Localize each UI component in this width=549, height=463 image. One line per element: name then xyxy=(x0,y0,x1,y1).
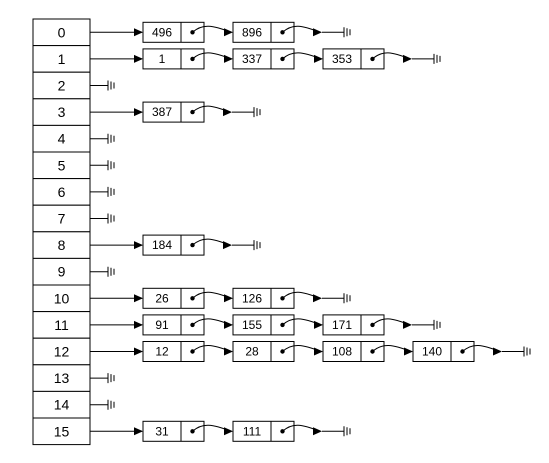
null-arrow-head-0-1 xyxy=(313,28,322,37)
null-arrow-head-3-0 xyxy=(223,108,232,117)
node-value-11-2: 171 xyxy=(332,318,352,332)
node-value-1-0: 1 xyxy=(159,52,166,66)
bucket-index-12: 12 xyxy=(54,344,70,360)
node-value-3-0: 387 xyxy=(152,105,172,119)
bucket-index-11: 11 xyxy=(54,317,69,333)
bucket-index-1: 1 xyxy=(58,51,66,67)
arrow-head-1 xyxy=(134,54,143,63)
node-value-10-0: 26 xyxy=(155,291,169,305)
list-node-11-0 xyxy=(142,314,205,336)
bucket-cell-5 xyxy=(32,151,91,180)
arrow-head-15 xyxy=(134,427,143,436)
node-value-0-0: 496 xyxy=(152,25,172,39)
list-node-11-1 xyxy=(232,314,295,336)
next-arrow-head-12-1 xyxy=(314,347,323,356)
bucket-index-0: 0 xyxy=(58,24,66,40)
list-node-12-2 xyxy=(322,341,385,362)
bucket-cell-11 xyxy=(32,311,91,339)
node-value-15-1: 111 xyxy=(243,424,262,438)
node-value-12-1: 28 xyxy=(245,345,259,359)
bucket-cell-2 xyxy=(32,71,91,100)
list-node-12-1 xyxy=(232,341,295,362)
bucket-index-3: 3 xyxy=(58,104,66,120)
bucket-index-7: 7 xyxy=(58,211,66,227)
bucket-index-6: 6 xyxy=(58,184,66,200)
null-arrow-head-11-2 xyxy=(403,320,412,329)
null-arrow-head-1-2 xyxy=(403,54,412,63)
null-arrow-head-8-0 xyxy=(223,241,232,250)
node-value-15-0: 31 xyxy=(155,424,169,438)
bucket-cell-14 xyxy=(32,390,91,419)
bucket-cell-12 xyxy=(32,337,91,366)
node-value-12-3: 140 xyxy=(422,345,442,359)
list-node-1-0 xyxy=(142,48,205,70)
bucket-index-9: 9 xyxy=(58,264,66,280)
arrow-head-8 xyxy=(134,241,143,250)
node-value-10-1: 126 xyxy=(242,291,262,305)
null-arrow-head-10-1 xyxy=(313,294,322,303)
bucket-index-15: 15 xyxy=(54,423,70,439)
node-value-1-2: 353 xyxy=(332,52,352,66)
node-value-8-0: 184 xyxy=(152,238,172,252)
bucket-cell-7 xyxy=(32,204,91,233)
list-node-1-1 xyxy=(232,48,295,70)
bucket-cell-13 xyxy=(32,364,91,392)
list-node-11-2 xyxy=(322,314,385,336)
arrow-head-0 xyxy=(134,28,143,37)
node-value-1-1: 337 xyxy=(242,52,262,66)
bucket-index-2: 2 xyxy=(58,78,66,94)
null-arrow-head-15-1 xyxy=(313,427,322,436)
bucket-index-13: 13 xyxy=(54,370,70,386)
next-arrow-head-11-0 xyxy=(224,320,233,329)
next-arrow-head-15-0 xyxy=(224,427,233,436)
list-node-1-2 xyxy=(322,48,385,70)
arrow-head-10 xyxy=(134,294,143,303)
node-value-11-0: 91 xyxy=(155,318,169,332)
next-arrow-head-1-0 xyxy=(224,54,233,63)
next-arrow-head-0-0 xyxy=(224,28,233,37)
list-node-0-1 xyxy=(232,21,295,43)
arrow-head-11 xyxy=(134,320,143,329)
null-arrow-head-12-3 xyxy=(493,347,502,356)
list-node-12-0 xyxy=(142,341,205,362)
bucket-cell-3 xyxy=(32,98,91,126)
bucket-cell-0 xyxy=(32,18,91,47)
node-value-11-1: 155 xyxy=(242,318,262,332)
bucket-index-10: 10 xyxy=(54,290,70,306)
next-arrow-head-11-1 xyxy=(314,320,323,329)
arrow-head-3 xyxy=(134,108,143,117)
node-value-12-2: 108 xyxy=(332,345,352,359)
node-value-12-0: 12 xyxy=(155,345,169,359)
list-node-10-1 xyxy=(232,287,295,309)
list-node-15-1 xyxy=(232,420,295,442)
bucket-index-8: 8 xyxy=(58,237,66,253)
next-arrow-head-12-2 xyxy=(404,347,413,356)
arrow-head-12 xyxy=(134,347,143,356)
list-node-3-0 xyxy=(142,101,205,123)
next-arrow-head-12-0 xyxy=(224,347,233,356)
next-arrow-head-10-0 xyxy=(224,294,233,303)
bucket-index-14: 14 xyxy=(54,397,70,413)
list-node-10-0 xyxy=(142,287,205,309)
bucket-index-5: 5 xyxy=(58,157,66,173)
list-node-15-0 xyxy=(142,420,205,442)
next-arrow-head-1-1 xyxy=(314,54,323,63)
list-node-8-0 xyxy=(142,234,205,256)
list-node-12-3 xyxy=(412,341,475,362)
list-node-0-0 xyxy=(142,21,205,43)
node-value-0-1: 896 xyxy=(242,25,262,39)
bucket-index-4: 4 xyxy=(58,131,66,147)
